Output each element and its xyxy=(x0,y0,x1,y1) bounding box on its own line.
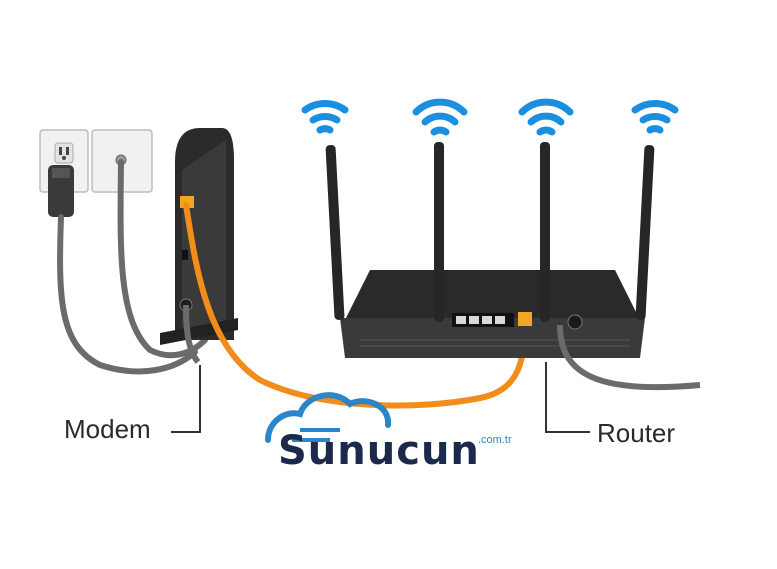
wifi-icon xyxy=(301,98,679,136)
router-antennas xyxy=(325,142,655,322)
ethernet-cable xyxy=(183,202,528,409)
power-plug xyxy=(48,165,74,217)
router-label: Router xyxy=(597,418,676,448)
modem-coax-cable xyxy=(183,304,201,364)
logo-tld: .com.tr xyxy=(478,434,512,446)
router-power-cable xyxy=(557,324,701,391)
modem-icon xyxy=(160,128,238,345)
power-cable xyxy=(57,159,208,375)
modem-label: Modem xyxy=(64,414,151,444)
logo-name: Sunucun xyxy=(278,428,480,474)
cloud-logo-icon xyxy=(265,392,391,443)
leader-lines xyxy=(171,362,590,433)
router-icon xyxy=(340,270,645,358)
